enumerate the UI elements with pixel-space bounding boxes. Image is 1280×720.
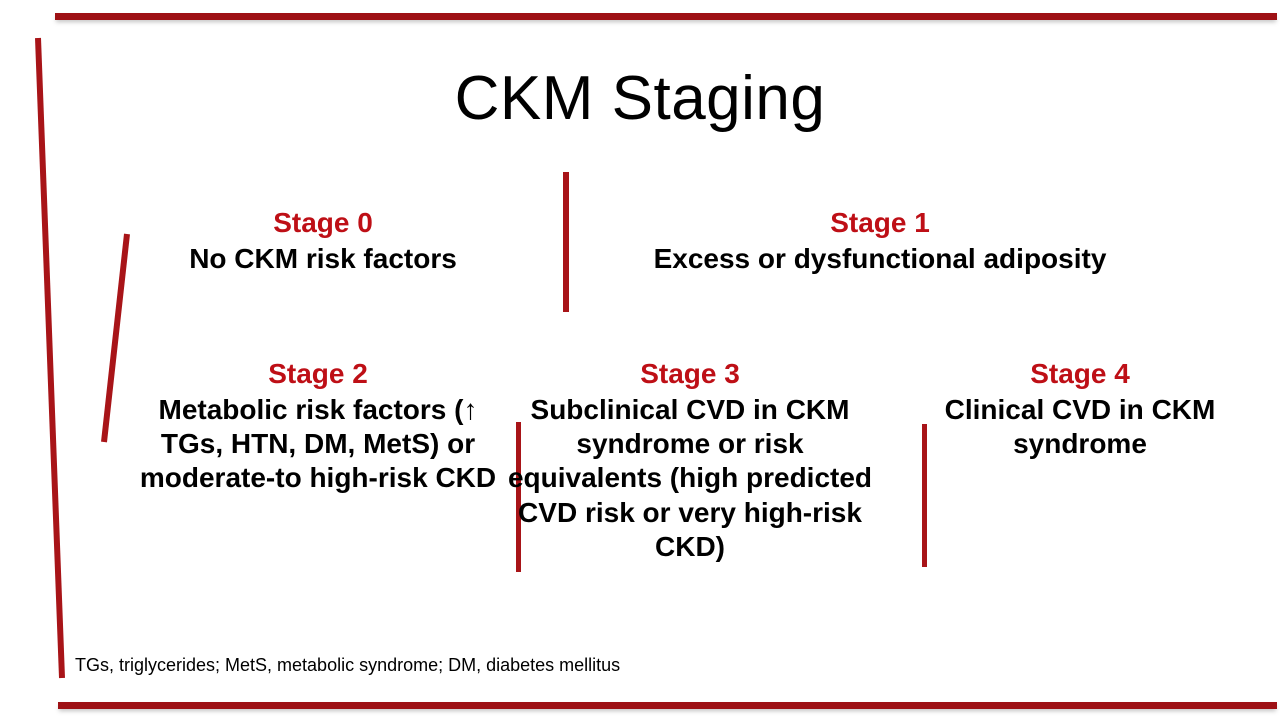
bottom-rule-line	[58, 702, 1277, 709]
stage-block-3: Stage 3 Subclinical CVD in CKM syndrome …	[505, 357, 875, 564]
divider-stage0-stage1	[563, 172, 569, 312]
stage-block-2: Stage 2 Metabolic risk factors (↑ TGs, H…	[133, 357, 503, 496]
stage-4-description: Clinical CVD in CKM syndrome	[944, 394, 1216, 460]
stage-2-label: Stage 2	[268, 358, 368, 389]
stage-1-label: Stage 1	[830, 207, 930, 238]
stage-block-0: Stage 0 No CKM risk factors	[123, 206, 523, 276]
stage-4-label: Stage 4	[1030, 358, 1130, 389]
abbreviation-footnote: TGs, triglycerides; MetS, metabolic synd…	[75, 655, 621, 675]
stage-3-description: Subclinical CVD in CKM syndrome or risk …	[507, 394, 873, 562]
stage-block-1: Stage 1 Excess or dysfunctional adiposit…	[596, 206, 1164, 276]
top-rule-line	[55, 13, 1277, 20]
stage-block-4: Stage 4 Clinical CVD in CKM syndrome	[900, 357, 1260, 461]
stage-3-label: Stage 3	[640, 358, 740, 389]
stage-1-description: Excess or dysfunctional adiposity	[653, 243, 1107, 275]
diagonal-line-long	[35, 37, 65, 679]
divider-stage3-stage4	[922, 424, 927, 567]
stage-0-label: Stage 0	[273, 207, 373, 238]
stage-0-description: No CKM risk factors	[189, 243, 457, 275]
stage-2-description: Metabolic risk factors (↑ TGs, HTN, DM, …	[139, 394, 497, 494]
divider-stage2-stage3	[516, 422, 521, 572]
page-title: CKM Staging	[454, 64, 826, 133]
